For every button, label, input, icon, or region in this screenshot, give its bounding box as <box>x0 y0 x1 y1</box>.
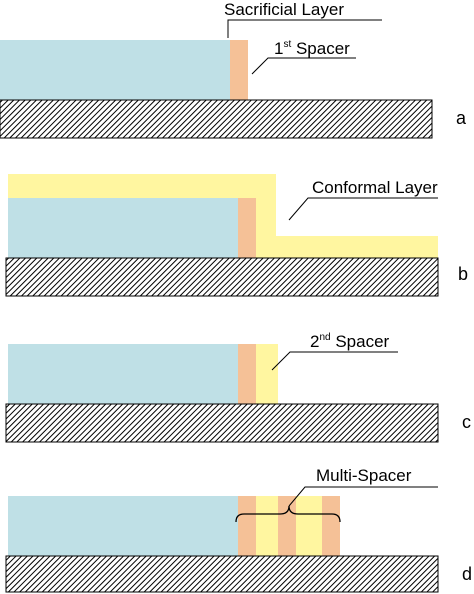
second-spacer-c <box>256 344 278 404</box>
panel-label-c: c <box>462 412 471 432</box>
panel-label-a: a <box>456 108 467 128</box>
annotation-sacrificial-layer: Sacrificial Layer <box>224 0 344 19</box>
spacer-d-5 <box>322 496 340 556</box>
leader-second-spacer <box>271 351 398 371</box>
panel-c: 2nd Spacer c <box>5 332 471 443</box>
sacrificial-layer-d <box>8 496 238 556</box>
panel-label-b: b <box>458 264 468 284</box>
sacrificial-layer-b <box>8 198 238 258</box>
leader-sacrificial <box>227 19 382 38</box>
substrate-b <box>5 257 439 297</box>
sacrificial-layer-c <box>8 344 238 404</box>
substrate-c <box>5 403 439 443</box>
first-spacer-b <box>238 198 256 258</box>
annotation-conformal-layer: Conformal Layer <box>312 178 438 197</box>
leader-conformal <box>288 197 438 221</box>
first-spacer-a <box>230 40 248 100</box>
spacer-d-4 <box>296 496 322 556</box>
substrate-d <box>5 555 439 593</box>
panel-label-d: d <box>462 564 472 584</box>
leader-first-spacer <box>251 57 356 75</box>
panel-a: Sacrificial Layer 1st Spacer a <box>0 0 467 139</box>
spacer-d-2 <box>256 496 278 556</box>
conformal-layer-b <box>8 174 438 258</box>
spacer-d-3 <box>278 496 296 556</box>
first-spacer-c <box>238 344 256 404</box>
annotation-first-spacer: 1st Spacer <box>274 39 350 58</box>
annotation-multi-spacer: Multi-Spacer <box>316 466 412 485</box>
annotation-second-spacer: 2nd Spacer <box>310 332 390 351</box>
leader-multi-spacer <box>288 486 438 507</box>
panel-d: Multi-Spacer d <box>5 466 472 593</box>
spacer-d-1 <box>238 496 256 556</box>
sacrificial-layer-a <box>0 40 230 100</box>
panel-b: Conformal Layer b <box>5 174 468 297</box>
substrate-a <box>0 99 433 139</box>
